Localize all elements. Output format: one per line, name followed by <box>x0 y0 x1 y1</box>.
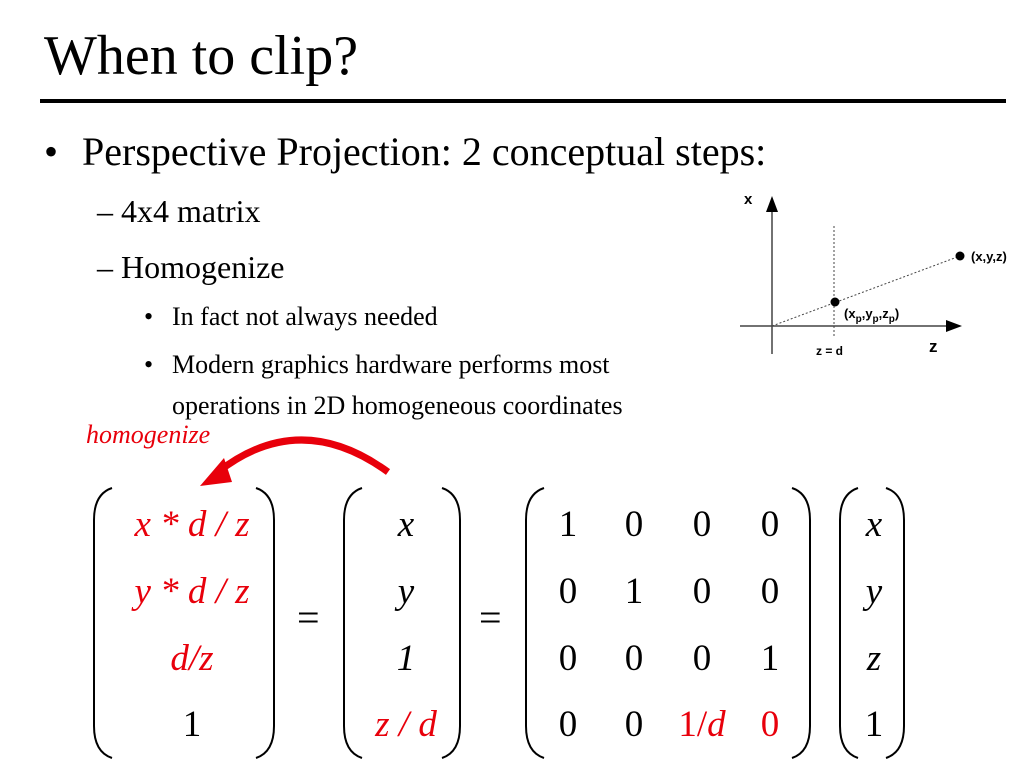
title-rule <box>40 99 1006 103</box>
matrix-cell: 0 <box>558 638 578 679</box>
bracket-left-1 <box>93 487 113 759</box>
dash: – <box>97 193 113 229</box>
matrix-cell: 0 <box>760 504 780 545</box>
sub-bullet-text: Homogenize <box>121 249 285 285</box>
sub-sub-bullet-hardware-line2: operations in 2D homogeneous coordinates <box>172 391 623 420</box>
matrix-cell: 0 <box>692 504 712 545</box>
x-axis-arrow-icon <box>766 196 778 212</box>
matrix-cell: 0 <box>692 638 712 679</box>
matrix-cell: 1 <box>760 638 780 679</box>
bracket-right-2 <box>441 487 461 759</box>
projection-diagram: x z (x,y,z) (xp,yp,zp) z = d <box>740 191 1007 358</box>
sub-sub-bullet-text: Modern graphics hardware performs most <box>172 350 610 379</box>
x-axis-label: x <box>744 191 753 208</box>
bracket-right-1 <box>255 487 275 759</box>
matrix-cell-red-zero: 0 <box>760 704 780 745</box>
bullet-dot: • <box>44 129 59 174</box>
bullet-text: Perspective Projection: 2 conceptual ste… <box>82 129 767 174</box>
z-axis-label: z <box>929 337 938 356</box>
matrix-cell-1-over-d: 1/d <box>678 704 726 745</box>
bracket-left-3 <box>525 487 545 759</box>
input-w: 1 <box>864 704 884 745</box>
matrix-cell: 0 <box>760 571 780 612</box>
sub-sub-bullet-hardware: • Modern graphics hardware performs most <box>144 349 610 381</box>
point-xyz-label: (x,y,z) <box>971 249 1007 264</box>
bullet-dot: • <box>144 302 154 331</box>
bracket-left-2 <box>343 487 363 759</box>
bracket-left-4 <box>839 487 859 759</box>
sub-bullet-matrix: – 4x4 matrix <box>97 191 261 231</box>
bullet-dot: • <box>144 350 154 379</box>
result-y: y * d / z <box>134 571 250 612</box>
bracket-right-3 <box>791 487 811 759</box>
point-p-label: (xp,yp,zp) <box>844 306 899 325</box>
homogenize-arrow-head-icon <box>200 458 232 486</box>
equals-sign-2: = <box>479 595 502 640</box>
projection-ray <box>771 255 961 327</box>
point-p-marker <box>830 297 840 307</box>
matrix-cell: 0 <box>558 571 578 612</box>
sub-bullet-text: 4x4 matrix <box>121 193 261 229</box>
equals-sign-1: = <box>297 595 320 640</box>
sub-bullet-homogenize: – Homogenize <box>97 247 285 287</box>
point-xyz-marker <box>955 251 965 261</box>
matrix-cell: 0 <box>692 571 712 612</box>
result-z: d/z <box>170 638 214 679</box>
matrix-cell: 0 <box>624 504 644 545</box>
input-z: z <box>866 638 882 679</box>
slide-title: When to clip? <box>44 25 359 87</box>
homog-y: y <box>397 571 415 612</box>
homogenize-arrow <box>215 436 391 475</box>
matrix-cell: 0 <box>624 638 644 679</box>
matrix-cell: 1 <box>558 504 578 545</box>
plane-label: z = d <box>816 344 843 358</box>
homogenize-label: homogenize <box>86 420 211 449</box>
bracket-right-4 <box>885 487 905 759</box>
bullet-perspective: • Perspective Projection: 2 conceptual st… <box>44 126 766 178</box>
input-y: y <box>865 571 883 612</box>
dash: – <box>97 249 113 285</box>
matrix-cell: 0 <box>558 704 578 745</box>
sub-sub-bullet-text: In fact not always needed <box>172 302 438 331</box>
matrix-cell: 1 <box>624 571 644 612</box>
result-w: 1 <box>182 704 202 745</box>
homog-w: z / d <box>375 704 437 745</box>
result-x: x * d / z <box>134 504 250 545</box>
homog-z: 1 <box>396 638 416 679</box>
z-axis-arrow-icon <box>946 320 962 332</box>
matrix-cell: 0 <box>624 704 644 745</box>
homog-x: x <box>397 504 415 545</box>
sub-sub-bullet-not-needed: • In fact not always needed <box>144 301 438 333</box>
input-x: x <box>865 504 883 545</box>
